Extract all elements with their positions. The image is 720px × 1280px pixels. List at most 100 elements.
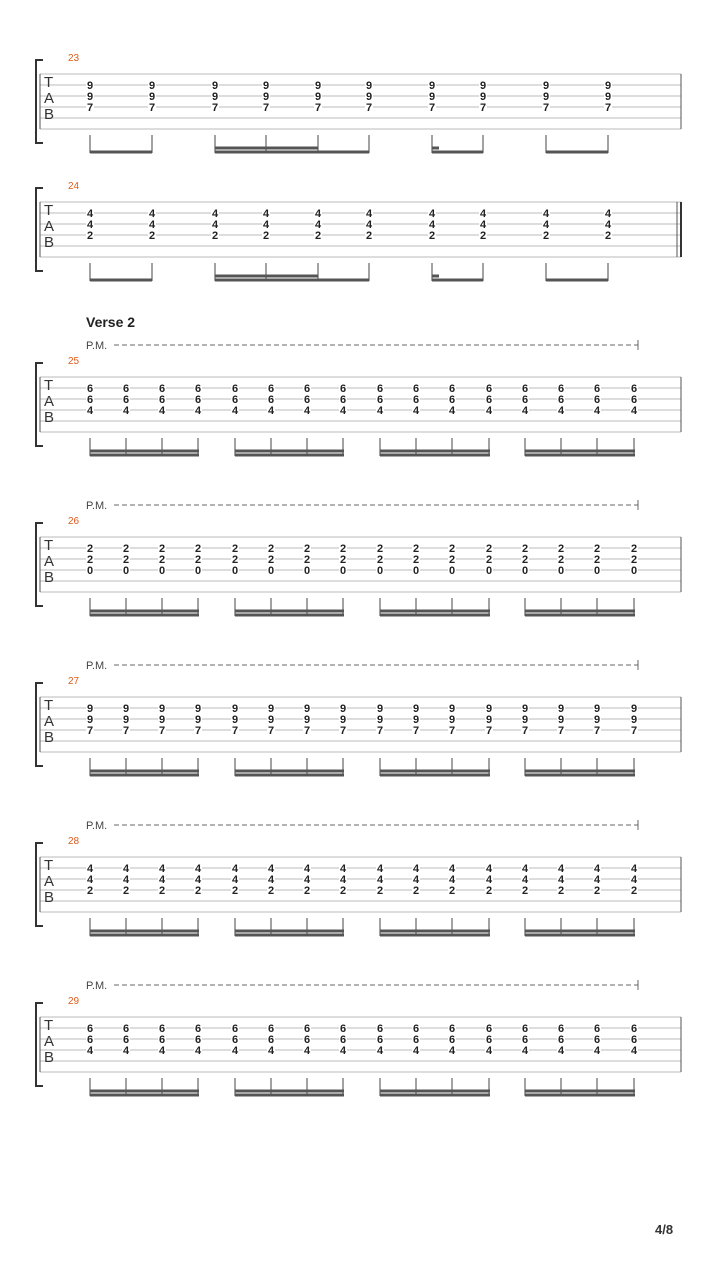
fret-bg (557, 565, 565, 575)
fret-number: 6 (304, 383, 310, 395)
fret-bg (521, 1023, 529, 1033)
fret-number: 7 (413, 725, 419, 737)
fret-number: 6 (413, 383, 419, 395)
fret-number: 2 (413, 554, 419, 566)
fret-bg (365, 219, 373, 229)
fret-number: 4 (232, 863, 239, 875)
fret-number: 4 (631, 1045, 638, 1057)
fret-number: 6 (232, 383, 238, 395)
fret-number: 6 (304, 394, 310, 406)
fret-number: 2 (413, 885, 419, 897)
fret-number: 2 (429, 230, 435, 242)
tab-clef-letter: T (44, 202, 53, 219)
fret-number: 2 (123, 554, 129, 566)
fret-bg (557, 725, 565, 735)
fret-number: 4 (304, 1045, 311, 1057)
fret-number: 4 (486, 863, 493, 875)
fret-number: 6 (631, 394, 637, 406)
fret-number: 4 (195, 405, 202, 417)
measure-number: 26 (68, 516, 80, 527)
fret-bg (521, 863, 529, 873)
beam (90, 613, 199, 617)
fret-number: 9 (87, 703, 93, 715)
section-title: Verse 2 (86, 314, 135, 330)
fret-number: 4 (340, 863, 347, 875)
fret-number: 4 (263, 219, 270, 231)
fret-bg (376, 1023, 384, 1033)
fret-number: 0 (340, 565, 346, 577)
fret-bg (314, 102, 322, 112)
fret-number: 9 (594, 714, 600, 726)
fret-number: 2 (486, 885, 492, 897)
beam (432, 278, 483, 282)
fret-bg (267, 703, 275, 713)
fret-bg (267, 543, 275, 553)
tab-clef-letter: B (44, 729, 54, 746)
beam-secondary (235, 929, 344, 933)
fret-bg (211, 208, 219, 218)
fret-number: 6 (159, 1023, 165, 1035)
fret-bg (339, 1034, 347, 1044)
fret-bg (412, 1045, 420, 1055)
fret-bg (479, 80, 487, 90)
tab-system-27: P.M.27TAB9979979979979979979979979979979… (35, 660, 682, 777)
fret-bg (376, 405, 384, 415)
fret-number: 6 (486, 383, 492, 395)
fret-bg (630, 725, 638, 735)
fret-bg (365, 230, 373, 240)
fret-number: 4 (486, 405, 493, 417)
fret-bg (339, 394, 347, 404)
fret-bg (448, 874, 456, 884)
fret-bg (303, 394, 311, 404)
fret-number: 4 (315, 219, 322, 231)
fret-bg (194, 725, 202, 735)
fret-number: 6 (486, 1034, 492, 1046)
fret-bg (593, 565, 601, 575)
fret-number: 6 (522, 394, 528, 406)
fret-bg (262, 230, 270, 240)
fret-number: 2 (631, 543, 637, 555)
fret-number: 7 (340, 725, 346, 737)
fret-number: 2 (486, 543, 492, 555)
tab-clef-letter: T (44, 1017, 53, 1034)
fret-number: 4 (304, 863, 311, 875)
tab-clef-letter: B (44, 1049, 54, 1066)
fret-bg (428, 91, 436, 101)
fret-bg (412, 554, 420, 564)
fret-number: 6 (377, 1023, 383, 1035)
beam (90, 1093, 199, 1097)
fret-number: 7 (377, 725, 383, 737)
fret-number: 4 (558, 1045, 565, 1057)
fret-number: 7 (558, 725, 564, 737)
fret-number: 4 (123, 405, 130, 417)
fret-number: 7 (366, 102, 372, 114)
tab-clef-letter: T (44, 537, 53, 554)
fret-number: 4 (377, 874, 384, 886)
fret-bg (303, 703, 311, 713)
tab-system-25: Verse 2P.M.25TAB664664664664664664664664… (35, 314, 682, 457)
fret-bg (122, 725, 130, 735)
fret-number: 2 (480, 230, 486, 242)
fret-bg (339, 885, 347, 895)
fret-bg (194, 565, 202, 575)
tab-clef-letter: B (44, 889, 54, 906)
fret-bg (521, 1034, 529, 1044)
fret-bg (211, 230, 219, 240)
fret-bg (557, 1023, 565, 1033)
fret-number: 4 (366, 219, 373, 231)
fret-number: 4 (87, 863, 94, 875)
fret-bg (376, 394, 384, 404)
fret-bg (485, 405, 493, 415)
fret-number: 9 (543, 91, 549, 103)
fret-bg (339, 1023, 347, 1033)
fret-bg (267, 863, 275, 873)
fret-number: 9 (232, 703, 238, 715)
fret-number: 9 (486, 714, 492, 726)
fret-bg (428, 80, 436, 90)
fret-number: 4 (413, 874, 420, 886)
fret-number: 4 (594, 863, 601, 875)
fret-number: 7 (195, 725, 201, 737)
fret-bg (412, 874, 420, 884)
fret-bg (231, 725, 239, 735)
fret-bg (148, 208, 156, 218)
